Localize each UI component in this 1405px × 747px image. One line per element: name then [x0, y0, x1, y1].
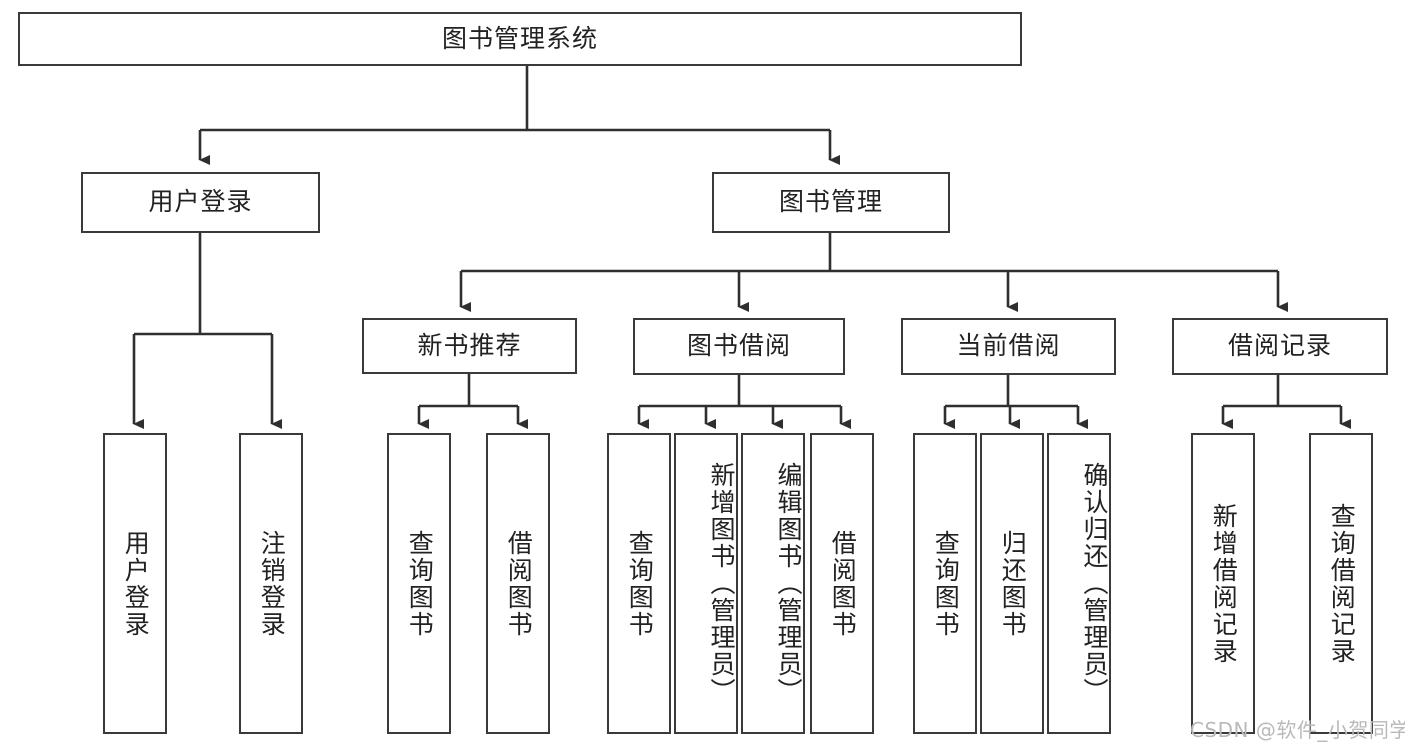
node-leaf-query-book-2-label: 查询图书 [625, 529, 655, 638]
node-borrow-record[interactable]: 借阅记录 [1172, 318, 1388, 375]
node-borrow-record-label: 借阅记录 [1227, 331, 1332, 361]
node-leaf-user-login-label: 用户登录 [121, 529, 151, 638]
node-leaf-add-book-label: 新增图书（管理员） [707, 462, 736, 705]
node-leaf-query-book-2[interactable]: 查询图书 [607, 433, 671, 734]
node-leaf-add-record-label: 新增借阅记录 [1209, 502, 1239, 665]
node-leaf-query-book-1-label: 查询图书 [405, 529, 435, 638]
node-leaf-borrow-book-2[interactable]: 借阅图书 [810, 433, 874, 734]
node-leaf-user-logout[interactable]: 注销登录 [239, 433, 303, 734]
node-leaf-borrow-book-1[interactable]: 借阅图书 [486, 433, 550, 734]
node-root[interactable]: 图书管理系统 [18, 12, 1022, 66]
node-leaf-return-book[interactable]: 归还图书 [980, 433, 1044, 734]
node-new-book-recommend[interactable]: 新书推荐 [362, 318, 577, 374]
node-book-manage-label: 图书管理 [778, 187, 883, 217]
node-leaf-confirm-return-label: 确认归还（管理员） [1080, 462, 1109, 705]
node-leaf-query-book-1[interactable]: 查询图书 [387, 433, 451, 734]
node-leaf-borrow-book-1-label: 借阅图书 [504, 529, 534, 638]
node-user-login[interactable]: 用户登录 [81, 172, 320, 233]
node-root-label: 图书管理系统 [441, 23, 598, 53]
node-book-borrow-label: 图书借阅 [686, 331, 791, 361]
node-user-login-label: 用户登录 [148, 187, 253, 217]
node-leaf-edit-book[interactable]: 编辑图书（管理员） [741, 433, 805, 734]
node-current-borrow-label: 当前借阅 [956, 331, 1061, 361]
node-book-borrow[interactable]: 图书借阅 [633, 318, 845, 375]
node-leaf-user-logout-label: 注销登录 [257, 529, 287, 638]
node-leaf-add-book[interactable]: 新增图书（管理员） [674, 433, 738, 734]
node-leaf-return-book-label: 归还图书 [998, 529, 1028, 638]
node-leaf-add-record[interactable]: 新增借阅记录 [1191, 433, 1255, 734]
csdn-watermark: CSDN @软件_小贺同学 [1190, 718, 1405, 742]
node-leaf-confirm-return[interactable]: 确认归还（管理员） [1047, 433, 1111, 734]
node-leaf-query-record[interactable]: 查询借阅记录 [1309, 433, 1373, 734]
node-leaf-query-record-label: 查询借阅记录 [1327, 502, 1357, 665]
node-book-manage[interactable]: 图书管理 [712, 172, 950, 233]
node-leaf-user-login[interactable]: 用户登录 [103, 433, 167, 734]
node-new-book-recommend-label: 新书推荐 [417, 330, 522, 360]
node-leaf-query-book-3-label: 查询图书 [931, 529, 961, 638]
node-current-borrow[interactable]: 当前借阅 [901, 318, 1116, 375]
node-leaf-query-book-3[interactable]: 查询图书 [913, 433, 977, 734]
node-leaf-edit-book-label: 编辑图书（管理员） [774, 462, 803, 705]
node-leaf-borrow-book-2-label: 借阅图书 [828, 529, 858, 638]
